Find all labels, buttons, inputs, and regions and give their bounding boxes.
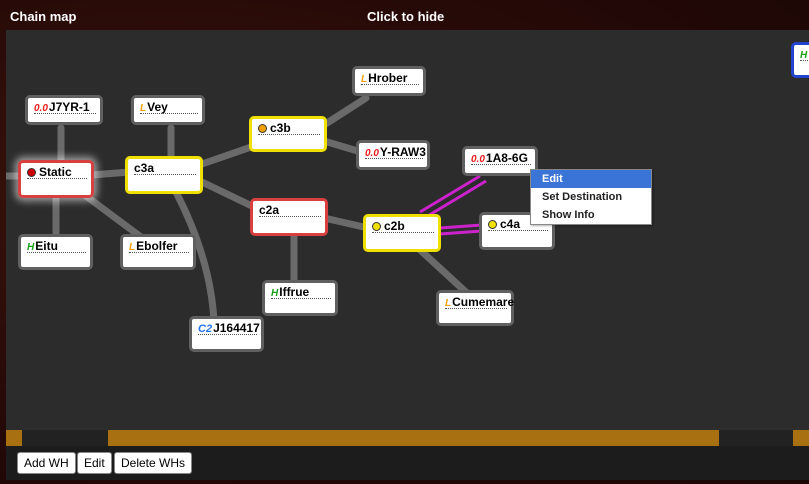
class-badge: 0.0	[365, 148, 379, 159]
node-cumemare[interactable]: LCumemare	[436, 290, 514, 326]
action-bar: Add WH Edit Delete WHs	[6, 446, 809, 480]
class-badge: L	[361, 74, 368, 85]
node-vey[interactable]: LVey	[131, 95, 205, 125]
node-label: Hrober	[368, 71, 408, 85]
link-c3a-c2a	[198, 178, 260, 212]
node-eitu[interactable]: HEitu	[18, 234, 93, 270]
class-badge: 0.0	[471, 154, 485, 165]
window-title: Chain map	[10, 9, 77, 24]
connection-layer	[6, 94, 487, 326]
class-badge: H	[271, 288, 279, 299]
link-static-ebolfer	[82, 192, 145, 241]
node-label: c2a	[259, 203, 280, 217]
class-badge: L	[129, 242, 136, 253]
class-badge: L	[140, 103, 147, 114]
scroll-thumb[interactable]	[108, 430, 719, 446]
class-badge: H	[27, 242, 35, 253]
node-ebolfer[interactable]: LEbolfer	[120, 234, 196, 270]
menu-item-set-destination[interactable]: Set Destination	[542, 191, 623, 203]
link-c3a-c3b	[198, 142, 258, 168]
node-static[interactable]: Static	[18, 160, 94, 198]
add-wh-button[interactable]: Add WH	[17, 452, 76, 474]
home-dot	[27, 168, 36, 177]
scroll-right-button[interactable]	[793, 430, 809, 446]
node-c3a[interactable]: c3a	[125, 156, 203, 194]
menu-item-edit[interactable]: Edit	[531, 170, 651, 188]
link-c2b-c4a-a	[439, 223, 483, 230]
scroll-left-button[interactable]	[6, 430, 22, 446]
link-c2b-1a86g-a	[419, 174, 481, 214]
class-badge: H	[800, 50, 808, 61]
link-static-c3a	[88, 168, 133, 179]
menu-item-show-info[interactable]: Show Info	[542, 209, 595, 221]
node-label: Static	[39, 165, 72, 179]
node-label: c4a	[500, 217, 521, 231]
link-c2b-c4a-b	[439, 229, 483, 236]
node-label: c3a	[134, 161, 155, 175]
node-hrober[interactable]: LHrober	[352, 66, 426, 96]
node-offscreen[interactable]: H	[791, 42, 809, 78]
node-j7yr1[interactable]: 0.0J7YR-1	[25, 95, 103, 125]
node-1a8-6g[interactable]: 0.01A8-6G	[462, 146, 538, 176]
map-canvas[interactable]: LHrober 0.0J7YR-1 LVey c3b 0.0Y-RAW3 0.0…	[6, 30, 809, 430]
horizontal-scrollbar[interactable]	[6, 430, 809, 446]
node-yraw3[interactable]: 0.0Y-RAW3	[356, 140, 430, 170]
class-badge: L	[445, 298, 452, 309]
node-label: c2b	[384, 219, 405, 233]
node-label: J164417	[213, 321, 260, 335]
node-label: 1A8-6G	[485, 151, 528, 165]
delete-whs-button[interactable]: Delete WHs	[114, 452, 193, 474]
node-label: Y-RAW3	[379, 145, 426, 159]
node-label: Cumemare	[452, 295, 515, 309]
node-j164417[interactable]: C2J164417	[189, 316, 264, 352]
node-c2a[interactable]: c2a	[250, 198, 328, 236]
link-c3b-hrober	[320, 94, 370, 129]
link-c2b-cumemare	[414, 244, 472, 298]
link-c2b-1a86g-b	[425, 179, 487, 219]
status-dot	[488, 220, 497, 229]
status-dot	[372, 222, 381, 231]
class-badge: 0.0	[34, 103, 48, 114]
node-iffrue[interactable]: HIffrue	[262, 280, 338, 316]
status-dot	[258, 124, 267, 133]
hide-toggle[interactable]: Click to hide	[367, 9, 445, 24]
link-c3b-yraw3	[320, 137, 365, 156]
edit-button[interactable]: Edit	[77, 452, 112, 474]
node-label: Ebolfer	[136, 239, 178, 253]
node-c3b[interactable]: c3b	[249, 116, 327, 152]
node-label: J7YR-1	[48, 100, 90, 114]
link-c2a-c2b	[320, 214, 372, 232]
node-label: Eitu	[35, 239, 58, 253]
node-label: c3b	[270, 121, 291, 135]
node-label: Vey	[147, 100, 168, 114]
context-menu: Edit Set Destination Show Info	[530, 169, 652, 225]
node-c2b[interactable]: c2b	[363, 214, 441, 252]
node-label: Iffrue	[279, 285, 310, 299]
link-c3a-j164417	[172, 188, 218, 326]
class-badge: C2	[198, 323, 213, 335]
title-bar: Chain map Click to hide	[0, 0, 809, 30]
